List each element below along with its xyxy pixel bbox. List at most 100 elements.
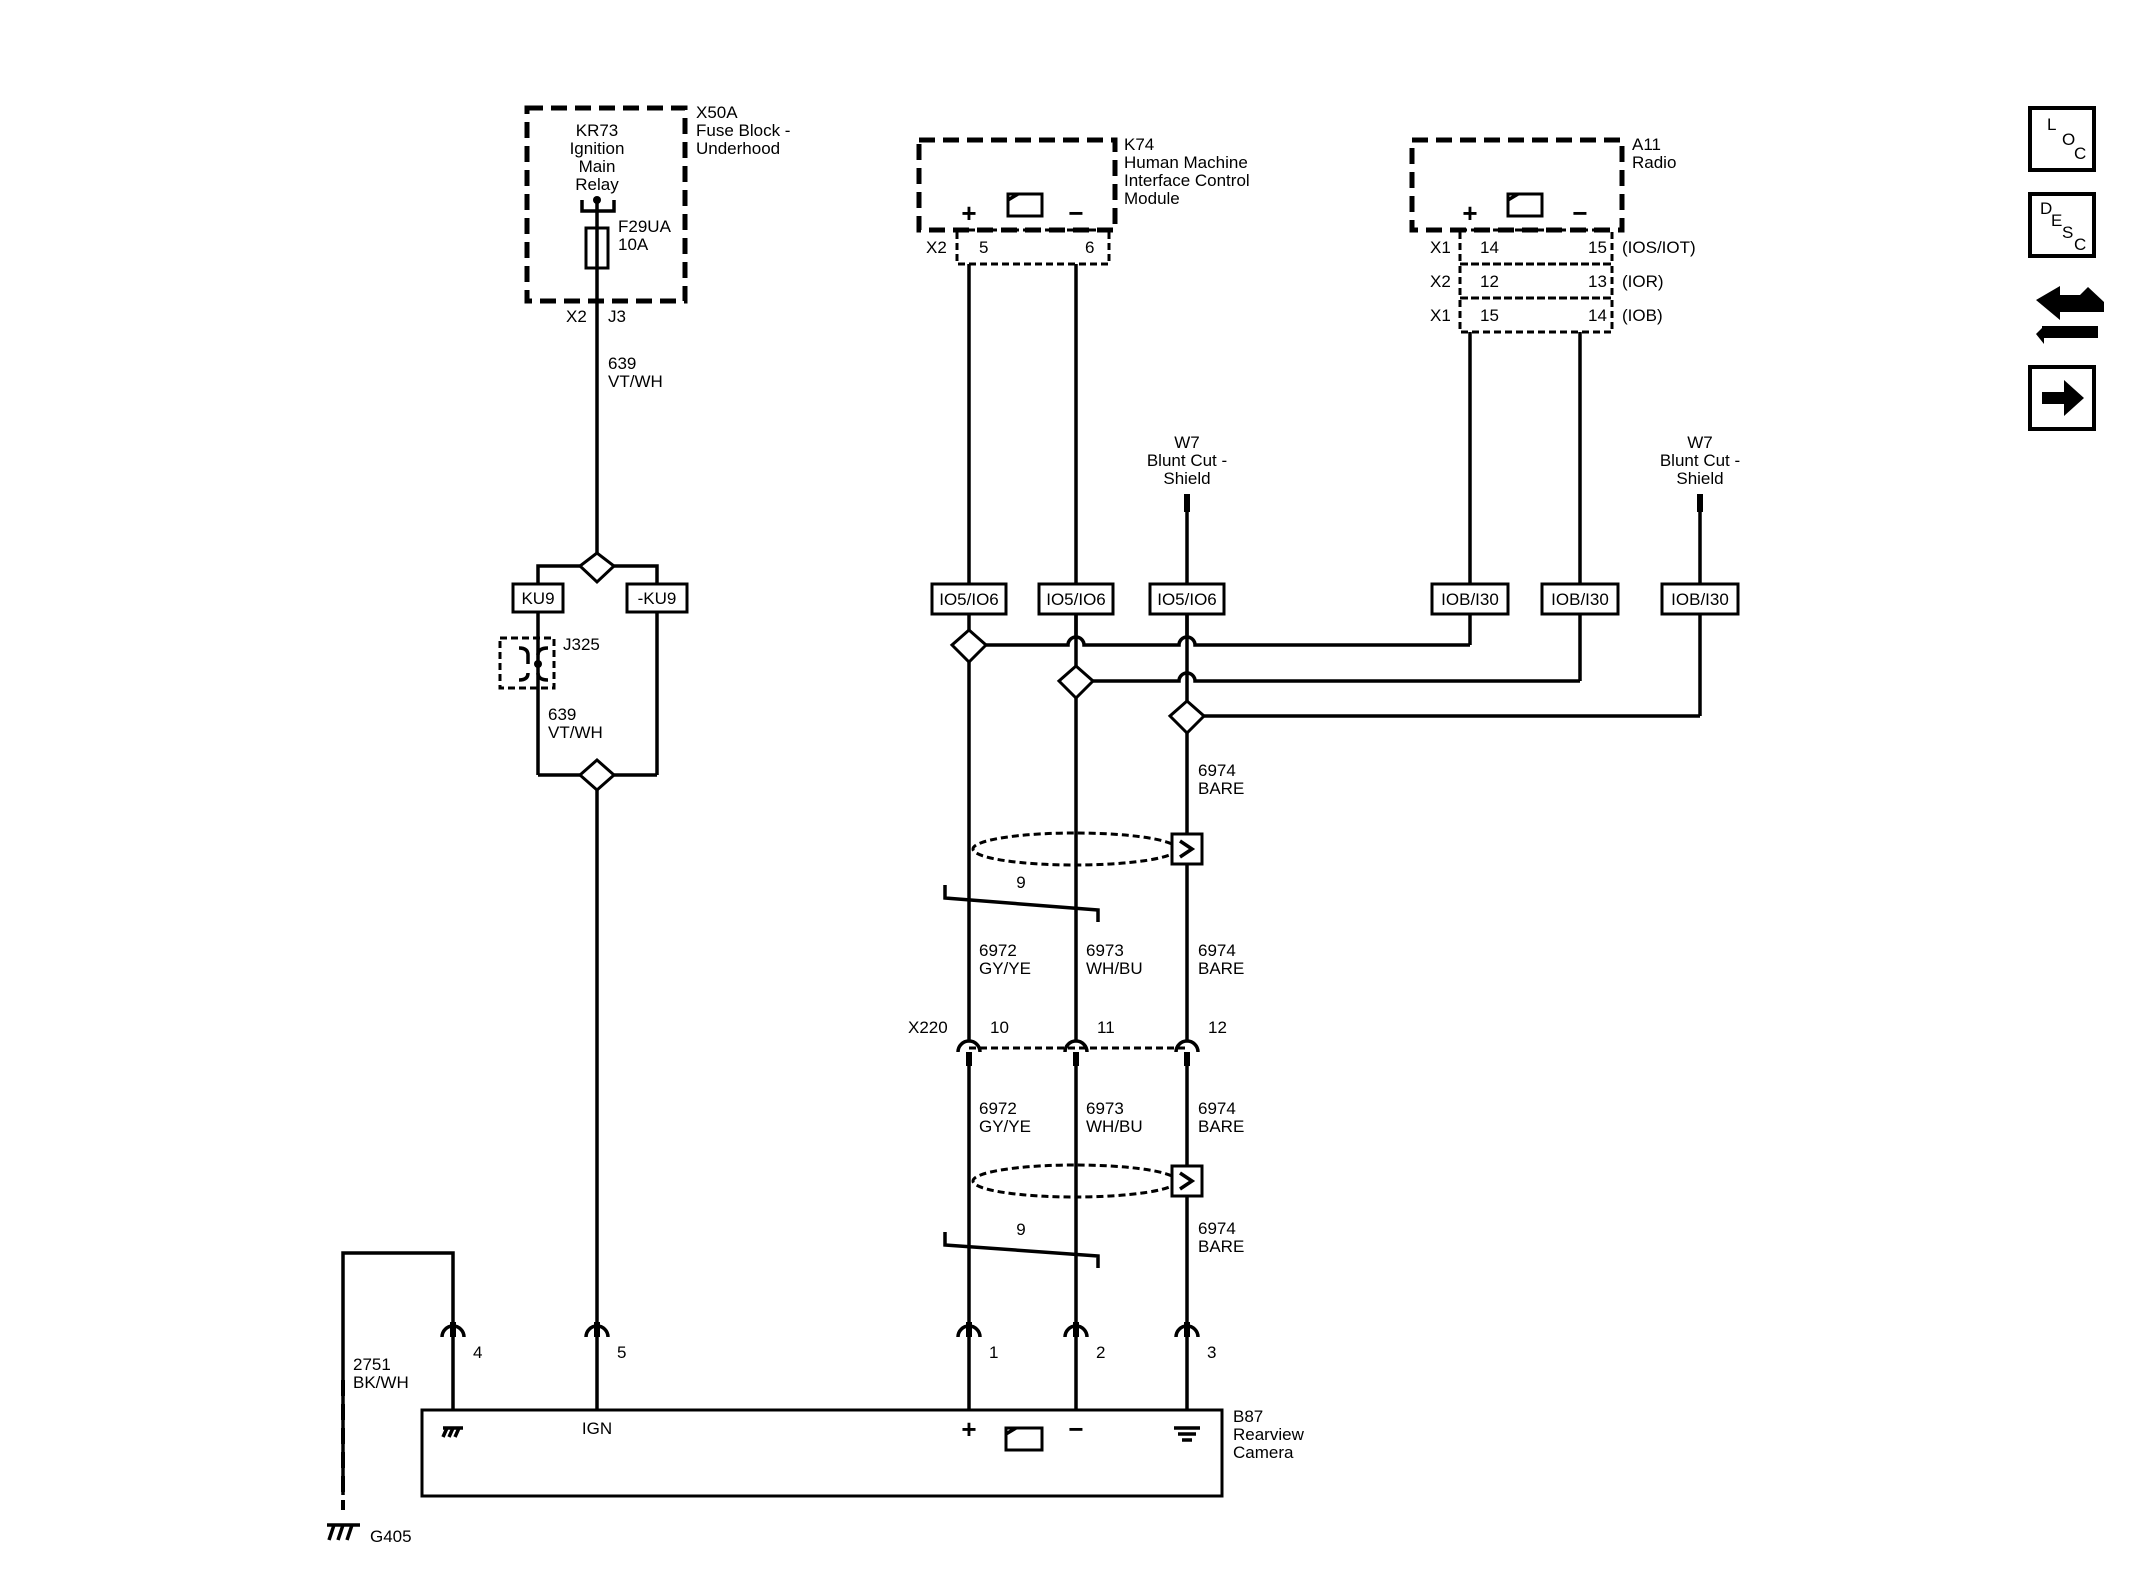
loc-letter-c: C: [2074, 144, 2086, 163]
wire-lower-1-circuit: 6972: [979, 1099, 1017, 1118]
radio-module-icon: [1506, 192, 1544, 218]
fuse-conn-pin: J3: [608, 307, 626, 326]
x220-pin-2: 11: [1097, 1018, 1115, 1037]
x220-id: X220: [908, 1018, 948, 1037]
wire-639-mid-color: VT/WH: [548, 723, 603, 742]
wire-upper-3-circuit: 6974: [1198, 941, 1236, 960]
camera-ign-label: IGN: [582, 1419, 612, 1438]
twist-label-bottom: 9: [1016, 1220, 1025, 1239]
splice-ku9: KU9 -KU9 J325 639 VT/WH: [498, 551, 689, 793]
radio-row-3-pin-b: 14: [1588, 306, 1607, 325]
camera-line-2: Camera: [1233, 1443, 1294, 1462]
fuse-block-x50a: X50A Fuse Block - Underhood KR73 Ignitio…: [524, 103, 790, 326]
wire-6974-bottom-color: BARE: [1198, 1237, 1244, 1256]
fuse-block-name-1: Fuse Block -: [696, 121, 790, 140]
jumper-j325-icon: [498, 636, 556, 690]
radio-id: A11: [1632, 135, 1661, 154]
ground-wire-circuit: 2751: [353, 1355, 391, 1374]
k74-line-1: Human Machine: [1124, 153, 1248, 172]
shield-left-line-2: Shield: [1163, 469, 1210, 488]
wire-lower-3-circuit: 6974: [1198, 1099, 1236, 1118]
a11-radio: A11 Radio + − X1 14 15 (IOS/IOT) X2 12 1…: [1409, 135, 1696, 334]
option-tag-5: IOB/I30: [1551, 590, 1609, 609]
x220-pin-1: 10: [990, 1018, 1009, 1037]
svg-text:−: −: [1572, 198, 1587, 228]
ground-wire-color: BK/WH: [353, 1373, 409, 1392]
loc-button[interactable]: L O C: [2028, 106, 2096, 172]
radio-name: Radio: [1632, 153, 1676, 172]
option-tag-3: IO5/IO6: [1157, 590, 1217, 609]
fuse-rating: 10A: [618, 235, 649, 254]
k74-line-2: Interface Control: [1124, 171, 1250, 190]
desc-button[interactable]: D E S C: [2028, 192, 2096, 258]
radio-row-2-pin-a: 12: [1480, 272, 1499, 291]
camera-pin-4: 4: [473, 1343, 482, 1362]
desc-letter-s: S: [2062, 223, 2073, 242]
b87-rearview-camera: B87 Rearview Camera IGN + −: [420, 1407, 1305, 1498]
shield-right-line-2: Shield: [1676, 469, 1723, 488]
shield-w7-right: W7 Blunt Cut - Shield: [1660, 433, 1740, 584]
camera-ground-symbol-icon: [1174, 1426, 1200, 1442]
x220-pin-3: 12: [1208, 1018, 1227, 1037]
svg-text:+: +: [961, 198, 976, 228]
radio-row-3-opt: (IOB): [1622, 306, 1663, 325]
tag-ku9: KU9: [521, 589, 554, 608]
k74-id: K74: [1124, 135, 1154, 154]
ground-g405-icon: [327, 1523, 360, 1541]
next-arrow-button[interactable]: [2028, 365, 2096, 431]
camera-plus: +: [961, 1414, 976, 1444]
wire-upper-3-color: BARE: [1198, 959, 1244, 978]
fuse-id: F29UA: [618, 217, 672, 236]
option-tag-4: IOB/I30: [1441, 590, 1499, 609]
wire-lower-3-color: BARE: [1198, 1117, 1244, 1136]
camera-id: B87: [1233, 1407, 1263, 1426]
wire-upper-2-color: WH/BU: [1086, 959, 1143, 978]
option-tag-1: IO5/IO6: [939, 590, 999, 609]
twisted-pair-lower: 9: [943, 1163, 1204, 1268]
camera-module-body-icon: [1004, 1426, 1044, 1452]
fuse-conn-id: X2: [566, 307, 587, 326]
camera-line-1: Rearview: [1233, 1425, 1305, 1444]
wire-6974-bottom-circuit: 6974: [1198, 1219, 1236, 1238]
radio-row-2-pin-b: 13: [1588, 272, 1607, 291]
radio-row-1-conn: X1: [1430, 238, 1451, 257]
wire-lower-2-color: WH/BU: [1086, 1117, 1143, 1136]
fuse-block-id: X50A: [696, 103, 738, 122]
desc-letter-d: D: [2040, 199, 2052, 218]
shield-right-id: W7: [1687, 433, 1713, 452]
jumper-id: J325: [563, 635, 600, 654]
connector-end-view-icon[interactable]: [2036, 286, 2104, 344]
wire-639-top-color: VT/WH: [608, 372, 663, 391]
shield-left-line-1: Blunt Cut -: [1147, 451, 1227, 470]
radio-row-1-pin-a: 14: [1480, 238, 1499, 257]
wire-upper-1-color: GY/YE: [979, 959, 1031, 978]
k74-line-3: Module: [1124, 189, 1180, 208]
relay-line-1: Ignition: [570, 139, 625, 158]
wire-6974-top-color: BARE: [1198, 779, 1244, 798]
desc-letter-c: C: [2074, 235, 2086, 254]
k74-hmi-module: K74 Human Machine Interface Control Modu…: [916, 135, 1250, 266]
wire-lower-1-color: GY/YE: [979, 1117, 1031, 1136]
k74-pin-pos: 5: [979, 238, 988, 257]
splice-diamond-3: [1167, 698, 1207, 736]
splice-diamond-1: [949, 627, 989, 665]
option-tag-6: IOB/I30: [1671, 590, 1729, 609]
ground-point-id: G405: [370, 1527, 412, 1546]
shield-right-line-1: Blunt Cut -: [1660, 451, 1740, 470]
camera-pin-1: 1: [989, 1343, 998, 1362]
option-tag-2: IO5/IO6: [1046, 590, 1106, 609]
inline-connector-x220: X220 10 11 12: [908, 1018, 1227, 1066]
loc-letter-o: O: [2062, 130, 2075, 149]
radio-row-2-opt: (IOR): [1622, 272, 1664, 291]
wire-lower-2-circuit: 6973: [1086, 1099, 1124, 1118]
wire-upper-2-circuit: 6973: [1086, 941, 1124, 960]
radio-row-2-conn: X2: [1430, 272, 1451, 291]
relay-line-3: Relay: [575, 175, 619, 194]
radio-row-3-conn: X1: [1430, 306, 1451, 325]
tag-minus-ku9: -KU9: [638, 589, 677, 608]
splice-diamond-2: [1056, 663, 1096, 701]
twisted-pair-upper: 9: [943, 831, 1204, 922]
shield-w7-left: W7 Blunt Cut - Shield: [1147, 433, 1227, 584]
fuse-block-name-2: Underhood: [696, 139, 780, 158]
